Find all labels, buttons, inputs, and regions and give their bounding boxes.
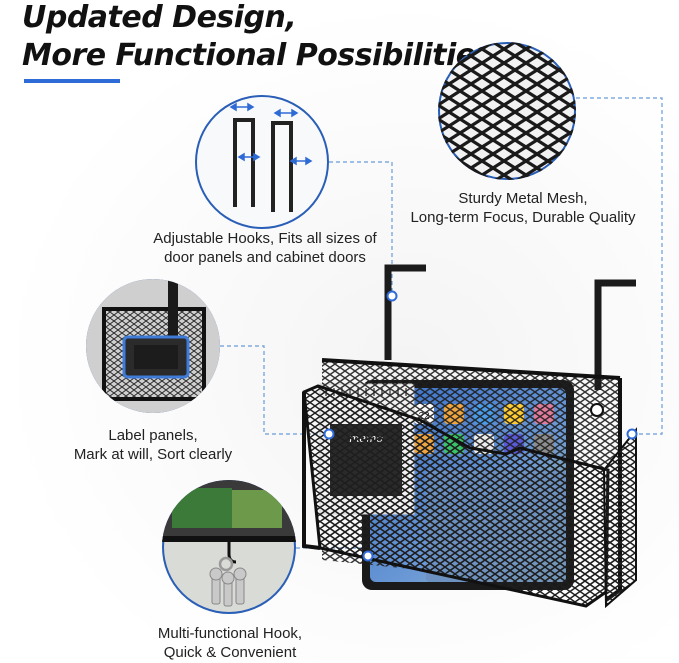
hook-caption: Multi-functional Hook, Quick & Convenien… xyxy=(120,624,340,662)
callout-dots xyxy=(323,290,638,562)
headline-underline xyxy=(24,79,120,83)
adjustable-hooks-icon xyxy=(195,95,329,229)
hook-caption-line-1: Multi-functional Hook, xyxy=(157,625,303,642)
label-panel-icon xyxy=(86,279,220,413)
metal-mesh-icon xyxy=(438,42,576,180)
mesh-illustration xyxy=(438,42,576,180)
headline-line-2: More Functional Possibilities xyxy=(22,38,493,73)
mesh-caption-line-1: Sturdy Metal Mesh, xyxy=(458,190,588,207)
hooks-caption-line-2: door panels and cabinet doors xyxy=(164,249,366,266)
hooks-illustration xyxy=(229,102,313,212)
hooks-caption: Adjustable Hooks, Fits all sizes of door… xyxy=(138,229,392,267)
mesh-basket xyxy=(302,358,637,609)
mesh-caption-line-2: Long-term Focus, Durable Quality xyxy=(410,209,636,226)
key-hook-illustration xyxy=(162,480,296,607)
label-caption-line-2: Mark at will, Sort clearly xyxy=(73,446,233,463)
key-hook-icon xyxy=(162,480,296,614)
door-hooks xyxy=(384,264,636,390)
label-caption-line-1: Label panels, xyxy=(108,427,198,444)
label-illustration xyxy=(86,279,220,413)
mesh-caption: Sturdy Metal Mesh, Long-term Focus, Dura… xyxy=(400,189,646,227)
label-caption: Label panels, Mark at will, Sort clearly xyxy=(40,426,266,464)
hooks-caption-line-1: Adjustable Hooks, Fits all sizes of xyxy=(153,230,377,247)
hook-caption-line-2: Quick & Convenient xyxy=(163,644,297,661)
headline-line-1: Updated Design, xyxy=(22,0,297,35)
